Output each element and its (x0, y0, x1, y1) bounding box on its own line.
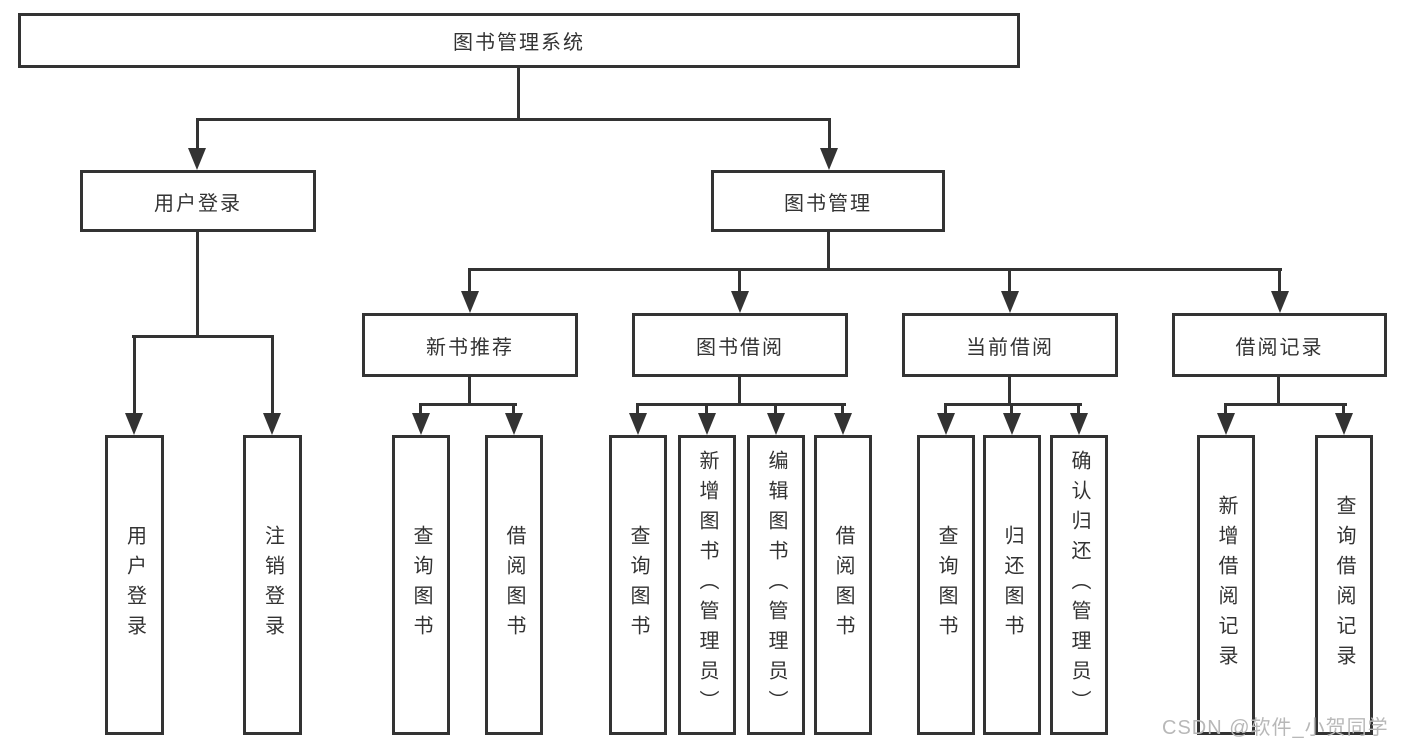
connector-line (132, 335, 274, 338)
leaf-label: 借阅图书 (832, 525, 854, 645)
leaf-query-borrow-record: 查询借阅记录 (1315, 435, 1373, 735)
connector-line (738, 268, 741, 293)
arrowhead-down-icon (188, 148, 206, 170)
arrowhead-down-icon (731, 291, 749, 313)
connector-line (1277, 375, 1280, 406)
connector-line (271, 335, 274, 415)
connector-line (517, 66, 520, 120)
connector-line (828, 118, 831, 150)
connector-line (1224, 403, 1227, 415)
arrowhead-down-icon (461, 291, 479, 313)
leaf-borrow-books-recommend: 借阅图书 (485, 435, 543, 735)
leaf-label: 借阅图书 (503, 525, 525, 645)
connector-line (419, 403, 517, 406)
leaf-confirm-return-admin: 确认归还（管理员） (1050, 435, 1108, 735)
connector-line (774, 403, 777, 415)
node-current-borrow: 当前借阅 (902, 313, 1118, 377)
leaf-add-borrow-record: 新增借阅记录 (1197, 435, 1255, 735)
arrowhead-down-icon (1003, 413, 1021, 435)
node-user-login: 用户登录 (80, 170, 316, 232)
arrowhead-down-icon (1001, 291, 1019, 313)
connector-line (1010, 403, 1013, 415)
connector-line (636, 403, 846, 406)
arrowhead-down-icon (505, 413, 523, 435)
connector-line (944, 403, 1082, 406)
leaf-query-books-borrow: 查询图书 (609, 435, 667, 735)
arrowhead-down-icon (263, 413, 281, 435)
node-book-borrow: 图书借阅 (632, 313, 848, 377)
leaf-logout: 注销登录 (243, 435, 302, 735)
leaf-label: 归还图书 (1001, 525, 1023, 645)
connector-line (419, 403, 422, 415)
connector-line (705, 403, 708, 415)
connector-line (1008, 375, 1011, 406)
node-label: 新书推荐 (426, 336, 514, 359)
leaf-user-login: 用户登录 (105, 435, 164, 735)
connector-line (196, 230, 199, 338)
arrowhead-down-icon (834, 413, 852, 435)
connector-line (1342, 403, 1345, 415)
connector-line (636, 403, 639, 415)
leaf-add-books-admin: 新增图书（管理员） (678, 435, 736, 735)
arrowhead-down-icon (1217, 413, 1235, 435)
connector-line (468, 268, 1282, 271)
leaf-label: 新增借阅记录 (1215, 495, 1237, 675)
connector-line (1077, 403, 1080, 415)
connector-line (468, 268, 471, 293)
leaf-borrow-books: 借阅图书 (814, 435, 872, 735)
leaf-label: 确认归还（管理员） (1068, 450, 1090, 720)
node-label: 当前借阅 (966, 336, 1054, 359)
arrowhead-down-icon (125, 413, 143, 435)
connector-line (133, 335, 136, 415)
node-label: 用户登录 (154, 192, 242, 215)
leaf-query-books-recommend: 查询图书 (392, 435, 450, 735)
arrowhead-down-icon (698, 413, 716, 435)
connector-line (827, 230, 830, 270)
arrowhead-down-icon (1335, 413, 1353, 435)
node-borrow-records: 借阅记录 (1172, 313, 1387, 377)
arrowhead-down-icon (629, 413, 647, 435)
node-label: 图书管理 (784, 192, 872, 215)
leaf-label: 用户登录 (123, 525, 146, 645)
connector-line (841, 403, 844, 415)
node-new-book-recommend: 新书推荐 (362, 313, 578, 377)
leaf-return-books: 归还图书 (983, 435, 1041, 735)
arrowhead-down-icon (412, 413, 430, 435)
connector-line (944, 403, 947, 415)
arrowhead-down-icon (767, 413, 785, 435)
leaf-label: 查询图书 (935, 525, 957, 645)
node-label: 图书管理系统 (453, 32, 585, 54)
connector-line (1008, 268, 1011, 293)
leaf-label: 注销登录 (261, 525, 284, 645)
connector-line (468, 375, 471, 406)
leaf-label: 查询借阅记录 (1333, 495, 1355, 675)
node-book-management: 图书管理 (711, 170, 945, 232)
node-system-root: 图书管理系统 (18, 13, 1020, 68)
arrowhead-down-icon (937, 413, 955, 435)
connector-line (1278, 268, 1281, 293)
arrowhead-down-icon (1271, 291, 1289, 313)
node-label: 图书借阅 (696, 336, 784, 359)
leaf-label: 新增图书（管理员） (696, 450, 718, 720)
connector-line (512, 403, 515, 415)
leaf-query-books-current: 查询图书 (917, 435, 975, 735)
leaf-edit-books-admin: 编辑图书（管理员） (747, 435, 805, 735)
connector-line (196, 118, 831, 121)
connector-line (738, 375, 741, 406)
arrowhead-down-icon (820, 148, 838, 170)
connector-line (196, 118, 199, 150)
node-label: 借阅记录 (1235, 336, 1324, 359)
leaf-label: 查询图书 (410, 525, 432, 645)
arrowhead-down-icon (1070, 413, 1088, 435)
leaf-label: 编辑图书（管理员） (765, 450, 787, 720)
leaf-label: 查询图书 (627, 525, 649, 645)
connector-line (1224, 403, 1347, 406)
csdn-watermark: CSDN @软件_小贺同学 (1162, 717, 1389, 739)
